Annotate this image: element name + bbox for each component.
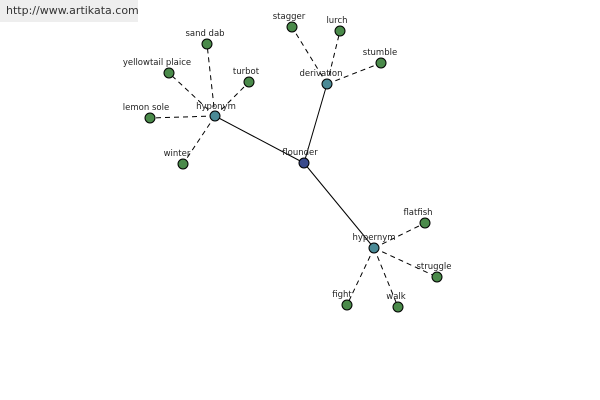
term-node-stumble[interactable] [375,57,387,69]
term-node-stagger[interactable] [286,21,298,33]
edge-root-to-hyponym [214,115,305,164]
edge-hyponym-to-sand-dab [206,43,216,117]
relation-node-derivation[interactable] [321,78,333,90]
relation-label-hypernym[interactable]: hypernym [352,233,395,243]
edge-root-to-derivation [303,83,328,164]
term-label-fight[interactable]: fight [332,290,352,300]
term-label-stumble[interactable]: stumble [363,48,397,58]
term-node-lurch[interactable] [334,25,346,37]
term-label-lurch[interactable]: lurch [326,16,347,26]
relation-node-hypernym[interactable] [368,242,380,254]
edge-hyponym-to-yellowtail-plaice [168,72,216,117]
edge-derivation-to-stumble [326,62,382,85]
edge-hypernym-to-struggle [373,247,438,278]
edge-hyponym-to-winter [182,115,216,165]
term-label-flatfish[interactable]: flatfish [403,208,432,218]
term-label-sand-dab[interactable]: sand dab [185,29,224,39]
edge-derivation-to-stagger [291,26,328,85]
term-node-walk[interactable] [392,301,404,313]
term-node-sand-dab[interactable] [201,38,213,50]
term-label-yellowtail-plaice[interactable]: yellowtail plaice [123,58,191,68]
term-node-lemon-sole[interactable] [144,112,156,124]
edge-hyponym-to-turbot [214,81,250,117]
term-label-struggle[interactable]: struggle [416,262,451,272]
edge-hypernym-to-fight [346,247,375,306]
edge-hypernym-to-flatfish [373,222,426,249]
term-node-flatfish[interactable] [419,217,431,229]
nodes-layer [144,21,443,313]
term-label-walk[interactable]: walk [386,292,406,302]
term-node-winter[interactable] [177,158,189,170]
root-label-flounder[interactable]: flounder [282,148,318,158]
term-label-winter[interactable]: winter [164,149,191,159]
edge-hypernym-to-walk [373,247,399,308]
term-label-stagger[interactable]: stagger [273,12,306,22]
term-label-lemon-sole[interactable]: lemon sole [123,103,169,113]
term-label-turbot[interactable]: turbot [233,67,260,77]
site-url-link[interactable]: http://www.artikata.com [0,0,139,22]
relation-node-hyponym[interactable] [209,110,221,122]
edge-derivation-to-lurch [326,30,341,85]
term-node-yellowtail-plaice[interactable] [163,67,175,79]
labels-layer: flounder hyponym sand dab yellowtail plaice… [123,12,452,302]
relation-label-hyponym[interactable]: hyponym [196,102,236,112]
term-node-struggle[interactable] [431,271,443,283]
root-node-flounder[interactable] [298,157,310,169]
edge-hyponym-to-lemon-sole [149,115,216,119]
relation-label-derivation[interactable]: derivation [299,69,342,79]
term-node-turbot[interactable] [243,76,255,88]
edge-root-to-hypernym [303,162,375,249]
edges-layer [149,26,438,308]
term-node-fight[interactable] [341,299,353,311]
